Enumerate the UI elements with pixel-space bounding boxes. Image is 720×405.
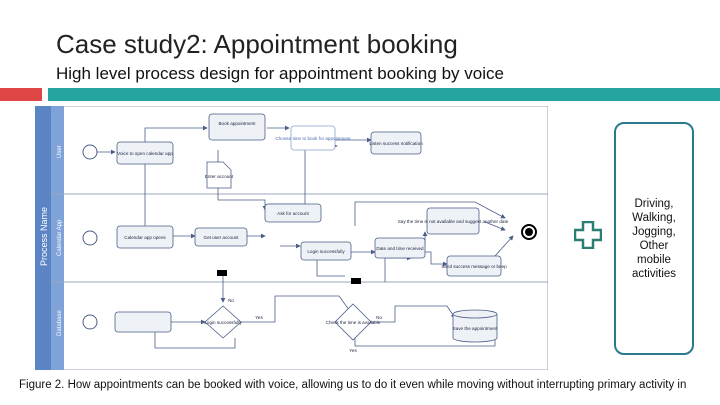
label-flow-yes-1: Yes bbox=[255, 315, 263, 320]
label-say-time-unavailable: Say the time is not available and sugges… bbox=[398, 219, 509, 224]
label-enter-account: Enter account bbox=[205, 174, 234, 179]
lane-header-user bbox=[51, 106, 64, 194]
datastore-save-appointment bbox=[452, 309, 498, 343]
task-voice-open-calendar bbox=[116, 141, 174, 165]
label-voice-open-calendar: Voice to open calendar app bbox=[117, 151, 173, 156]
task-listen-success bbox=[370, 131, 422, 155]
lane-label-database: Database bbox=[57, 310, 63, 336]
label-choose-time: Choose time to book for appointment bbox=[275, 136, 351, 141]
mobile-activities-text: Driving, Walking, Jogging, Other mobile … bbox=[631, 197, 677, 280]
flow-line bbox=[365, 305, 456, 323]
task-choose-time bbox=[290, 125, 336, 151]
flow-line bbox=[217, 186, 268, 211]
task-ask-for-account bbox=[264, 203, 322, 223]
lane-label-user: User bbox=[57, 145, 63, 158]
flow-line bbox=[154, 332, 236, 349]
flow-line bbox=[316, 256, 345, 277]
flow-line bbox=[144, 125, 208, 142]
label-save-appointment: Save the appointment bbox=[453, 326, 498, 331]
label-flow-yes-2: Yes bbox=[349, 348, 357, 353]
gateway-time-check bbox=[334, 303, 372, 341]
task-send-success bbox=[446, 255, 502, 277]
label-gateway-time: Check the time is available bbox=[326, 320, 381, 325]
start-event-calendar bbox=[82, 230, 98, 246]
label-get-user-account: Get user account bbox=[204, 235, 240, 240]
flow-line bbox=[240, 295, 356, 323]
slide-subtitle: High level process design for appointmen… bbox=[56, 64, 504, 83]
plus-icon bbox=[574, 221, 602, 249]
label-listen-success: Listen success notification bbox=[369, 141, 423, 146]
message-marker bbox=[217, 270, 227, 276]
task-login-successfully bbox=[300, 241, 352, 261]
mobile-activities-note: Driving, Walking, Jogging, Other mobile … bbox=[614, 122, 694, 355]
task-book-appointment bbox=[208, 113, 266, 141]
task-date-time-received bbox=[374, 237, 426, 259]
task-say-time-unavailable bbox=[426, 207, 480, 235]
label-ask-for-account: Ask for account bbox=[277, 211, 309, 216]
label-flow-no-1: No bbox=[228, 298, 234, 303]
lane-label-calendar: Calendar App bbox=[57, 219, 63, 256]
flow-line bbox=[354, 201, 506, 226]
slide-title: Case study2: Appointment booking bbox=[56, 29, 458, 59]
figure-caption: Figure 2. How appointments can be booked… bbox=[19, 379, 687, 391]
pool-label: Process Name bbox=[39, 207, 49, 266]
task-login-to-account bbox=[114, 311, 172, 333]
label-calendar-opens: Calendar app opens bbox=[124, 235, 166, 240]
label-send-success: Send success message or beep bbox=[441, 264, 507, 269]
start-event-user bbox=[82, 144, 98, 160]
flow-line bbox=[354, 336, 496, 347]
gateway-login-check bbox=[204, 305, 242, 339]
task-get-user-account bbox=[194, 227, 248, 247]
label-login-successfully: Login successfully bbox=[307, 249, 345, 254]
flow-line bbox=[484, 221, 506, 231]
accent-bar-teal bbox=[48, 88, 720, 101]
start-event-database bbox=[82, 314, 98, 330]
label-book-appointment: Book appointment bbox=[218, 121, 256, 126]
lane-header-calendar bbox=[51, 194, 64, 282]
label-date-time-received: Date and time received bbox=[376, 246, 424, 251]
lane-header-database bbox=[51, 282, 64, 370]
message-marker bbox=[351, 278, 361, 284]
label-flow-no-2: No bbox=[376, 315, 382, 320]
pool-header bbox=[35, 106, 51, 370]
bpmn-process-diagram: Process Name User Calendar App Database bbox=[35, 106, 548, 370]
label-gateway-login: Login successfully bbox=[204, 320, 242, 325]
accent-bar-red bbox=[0, 88, 42, 101]
task-calendar-opens bbox=[116, 225, 174, 249]
data-object-enter-account bbox=[206, 161, 232, 189]
